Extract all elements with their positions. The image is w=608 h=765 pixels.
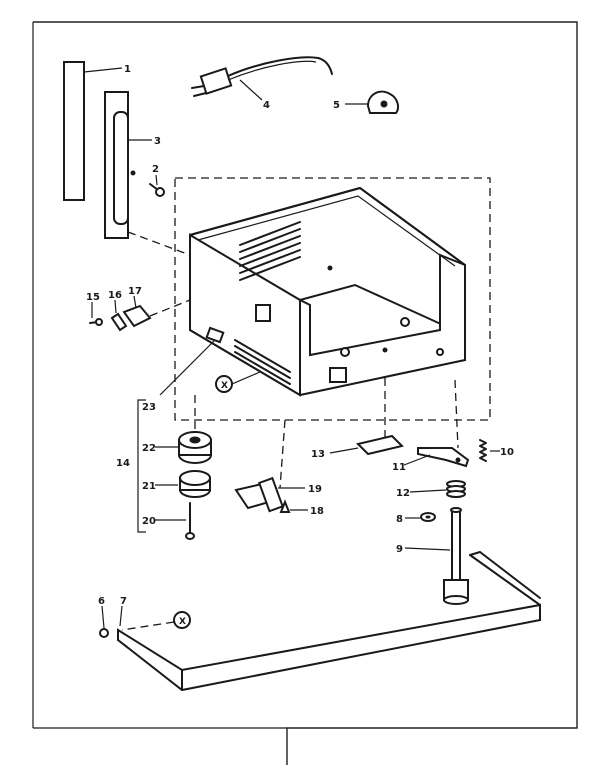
part-2-screw-dot	[130, 170, 136, 176]
subassembly-dashed-box	[174, 177, 491, 421]
label-part-18: 18	[310, 506, 324, 517]
label-part-14: 14	[116, 458, 130, 469]
leader-1	[83, 67, 123, 73]
part-8-washer-hole	[425, 515, 431, 519]
cabinet-housing	[189, 186, 466, 397]
part-9-pedestal-post	[443, 507, 469, 605]
leader-7	[119, 605, 123, 627]
group-14-bracket	[137, 399, 146, 533]
label-part-13: 13	[311, 449, 325, 460]
label-part-16: 16	[108, 290, 122, 301]
leader-13	[329, 447, 359, 454]
part-18-nut	[279, 499, 291, 513]
marker-x-2	[173, 611, 191, 629]
label-part-15: 15	[86, 292, 100, 303]
label-part-3: 3	[154, 136, 161, 147]
label-part-21: 21	[142, 481, 156, 492]
label-part-10: 10	[500, 447, 514, 458]
label-marker-x-1: X	[221, 381, 228, 391]
part-6-nut	[99, 628, 109, 638]
label-part-12: 12	[396, 488, 410, 499]
part-17-clamp	[122, 304, 152, 328]
dash-3-to-cabinet	[127, 231, 191, 256]
label-part-7: 7	[120, 596, 127, 607]
dash-17-to-cabinet	[149, 299, 191, 317]
label-part-19: 19	[308, 484, 322, 495]
label-part-1: 1	[124, 64, 131, 75]
label-part-11: 11	[392, 462, 406, 473]
marker-x-2-leader	[121, 621, 175, 631]
marker-x-1-leader	[231, 371, 261, 385]
label-part-17: 17	[128, 286, 142, 297]
part-4-power-cord	[191, 56, 333, 97]
label-part-4: 4	[263, 100, 270, 111]
leader-16	[114, 299, 117, 314]
part-21-foot-base	[179, 470, 211, 498]
label-part-6: 6	[98, 596, 105, 607]
outer-frame-right	[287, 22, 578, 729]
label-part-9: 9	[396, 544, 403, 555]
label-part-20: 20	[142, 516, 156, 527]
label-part-5: 5	[333, 100, 340, 111]
label-marker-x-2: X	[179, 617, 186, 627]
base-frame	[117, 551, 541, 692]
leader-11	[403, 454, 431, 466]
label-part-23: 23	[142, 402, 156, 413]
leader-4	[239, 79, 263, 101]
part-12-spring	[446, 480, 466, 498]
leader-6	[101, 605, 105, 629]
label-part-8: 8	[396, 514, 403, 525]
label-part-2: 2	[152, 164, 159, 175]
part-5-knob	[366, 90, 399, 114]
leader-23	[159, 339, 216, 396]
leader-17	[133, 295, 137, 309]
label-part-22: 22	[142, 443, 156, 454]
dash-to-19	[279, 419, 286, 489]
part-22-foot-cylinder	[178, 431, 212, 464]
part-10-spring	[479, 439, 487, 462]
part-11-lever-hole	[455, 457, 461, 463]
part-3-handle-grip	[113, 111, 129, 225]
leader-12	[409, 489, 447, 493]
part-19-bracket-flange	[257, 476, 284, 513]
part-13-plate	[356, 434, 404, 456]
part-1-plate	[63, 61, 85, 201]
leader-2	[155, 174, 158, 186]
dash-to-11	[454, 379, 459, 449]
part-20-screw-head	[185, 532, 195, 540]
part-2-screw-head	[155, 187, 165, 197]
part-15-screw-head	[95, 318, 103, 326]
part-11-lever	[417, 447, 470, 468]
leader-9	[404, 547, 451, 551]
part-16-clip	[110, 312, 128, 332]
